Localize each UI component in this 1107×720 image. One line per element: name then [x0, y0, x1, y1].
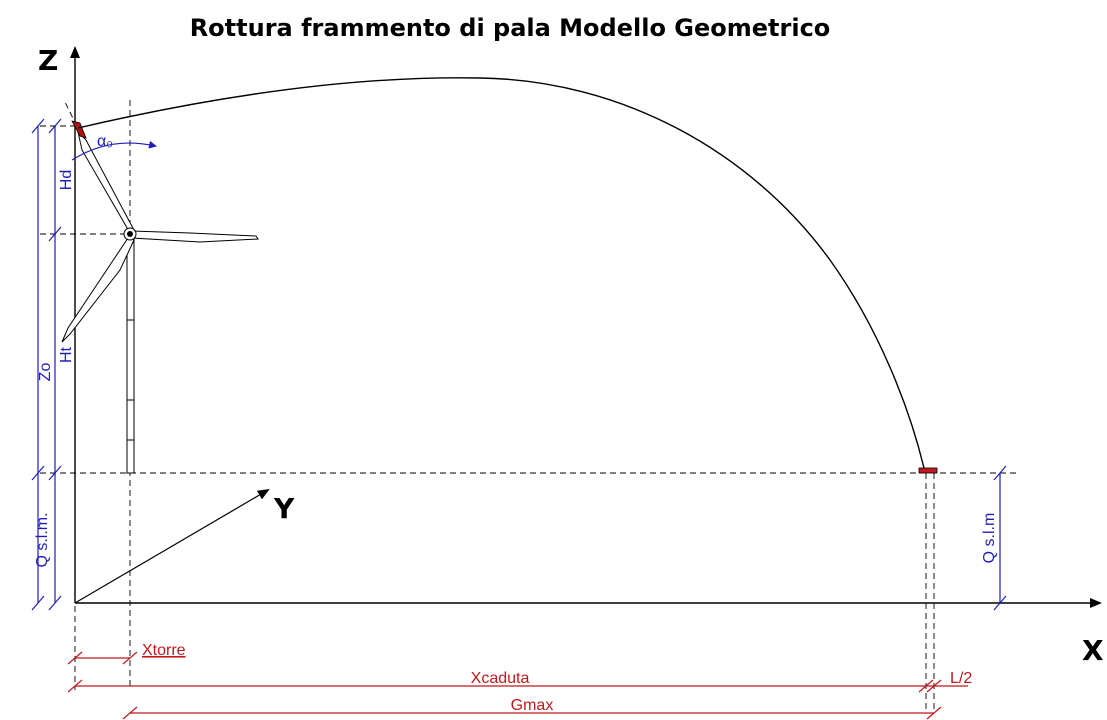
reference-lines	[40, 99, 1018, 712]
vertical-dimensions	[31, 118, 1007, 611]
l-half-label: L/2	[950, 670, 972, 687]
blade-fragment-impact	[918, 467, 938, 474]
blade-fragment-detach	[71, 120, 87, 139]
y-axis-label: Y	[273, 492, 295, 525]
horizontal-dimensions	[67, 651, 968, 720]
wind-turbine	[61, 130, 259, 474]
zo-label: Zo	[37, 363, 54, 382]
q-slm-right-label: Q s.l.m	[981, 513, 998, 564]
diagram-title: Rottura frammento di pala Modello Geomet…	[190, 14, 831, 42]
turbine-tower	[126, 237, 135, 474]
angle-arc	[71, 140, 157, 161]
y-axis	[74, 488, 270, 604]
launch-angle: α₀	[71, 133, 157, 161]
hd-label: Hd	[58, 170, 75, 190]
x-axis-label: X	[1082, 634, 1104, 667]
xtorre-label: Xtorre	[142, 642, 186, 659]
z-axis-label: Z	[38, 44, 58, 77]
turbine-blade-down	[61, 237, 135, 343]
gmax-label: Gmax	[511, 697, 554, 714]
turbine-blade-right	[131, 230, 259, 243]
q-slm-left-label: Q s.l.m.	[34, 512, 51, 567]
xcaduta-label: Xcaduta	[471, 670, 530, 687]
fragment-trajectory	[77, 77, 925, 469]
angle-label: α₀	[97, 133, 113, 150]
axes: Z X Y	[38, 44, 1104, 667]
ht-label: Ht	[58, 346, 75, 363]
